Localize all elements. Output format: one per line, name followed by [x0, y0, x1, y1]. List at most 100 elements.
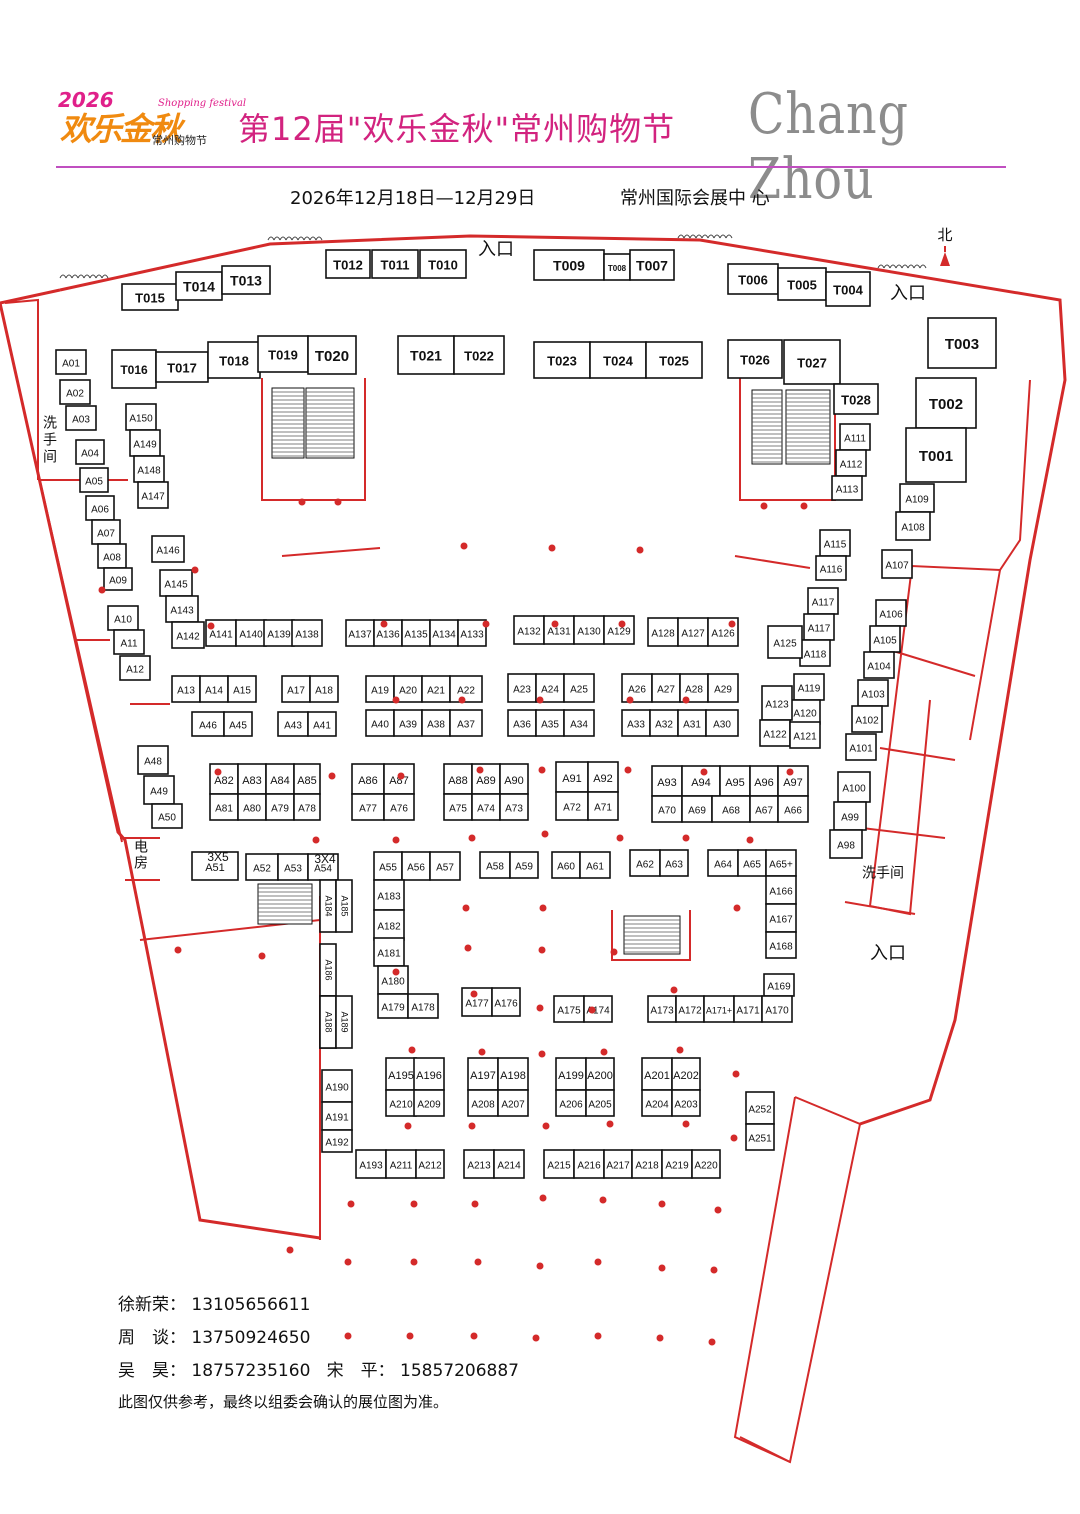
door-marker: [59, 274, 67, 279]
door-marker: [291, 236, 299, 241]
pillar-dot: [536, 1004, 544, 1012]
booth: [651, 795, 683, 823]
contact-row: 吴 昊： 18757235160 宋 平： 15857206887: [118, 1356, 519, 1389]
booth-label: A140: [239, 630, 263, 641]
booth: [373, 909, 405, 941]
logo-sub: 常州购物节: [152, 134, 207, 147]
booth-label: A50: [158, 813, 176, 824]
pillar-dot: [344, 1332, 352, 1340]
booth-label: A177: [465, 999, 489, 1010]
booth-label: T011: [381, 257, 410, 272]
booth: [371, 249, 419, 279]
booth-label: A111: [844, 434, 866, 445]
booth-label: A133: [460, 630, 484, 641]
booth-label: A07: [97, 529, 115, 540]
booth-label: T020: [315, 348, 349, 365]
pillar-dot: [599, 1196, 607, 1204]
booth: [587, 791, 619, 821]
pillar-dot: [98, 586, 106, 594]
booth-label: A88: [448, 775, 468, 787]
booth-label: A82: [214, 775, 234, 787]
door-marker: [273, 236, 281, 241]
booth-label: A64: [714, 860, 732, 871]
booth: [227, 675, 257, 703]
booth: [603, 253, 631, 281]
booth: [401, 851, 431, 881]
booth: [59, 379, 91, 405]
booth-label: A80: [243, 804, 261, 815]
booth: [221, 265, 271, 295]
booth: [629, 849, 661, 877]
booth: [831, 475, 863, 501]
booth-label: T012: [333, 257, 363, 272]
booth: [745, 1123, 775, 1151]
booth-label: A91: [562, 773, 582, 785]
washroom-label: 间: [43, 449, 57, 465]
door-marker: [279, 236, 287, 241]
booth: [175, 271, 223, 301]
booth: [629, 249, 675, 281]
pillar-dot: [538, 766, 546, 774]
booth: [335, 995, 353, 1049]
booth: [457, 619, 487, 647]
booth: [555, 791, 589, 821]
booth-label: A37: [457, 720, 475, 731]
booth-label: A190: [325, 1083, 349, 1094]
booth: [677, 709, 707, 737]
pillar-dot: [732, 1070, 740, 1078]
booth-label: A211: [390, 1161, 413, 1172]
booth-label: A138: [295, 630, 319, 641]
booth-label: A216: [577, 1161, 601, 1172]
booth: [915, 377, 977, 429]
contact-name: 徐新荣：: [118, 1295, 186, 1315]
booth: [621, 673, 653, 703]
booth: [671, 1089, 701, 1117]
pillar-dot: [482, 620, 490, 628]
pillar-dot: [214, 768, 222, 776]
booth-label: A72: [563, 803, 581, 814]
booth-label: A03: [72, 415, 90, 426]
booth: [443, 763, 473, 795]
booth-label: A106: [879, 610, 903, 621]
pillar-dot: [258, 952, 266, 960]
booth-label: A02: [66, 389, 84, 400]
booth-label: A181: [377, 949, 401, 960]
booth-label: A191: [325, 1113, 349, 1124]
escalator-wall: [611, 910, 691, 961]
entrance-label: 入口: [870, 943, 906, 963]
booth: [159, 569, 193, 597]
booth: [443, 793, 473, 821]
contact-list: 徐新荣： 13105656611 周 谈： 13750924650 吴 昊： 1…: [118, 1290, 519, 1424]
pillar-dot: [733, 904, 741, 912]
booth: [507, 709, 537, 737]
booth: [621, 709, 651, 737]
booth-label: A40: [371, 720, 389, 731]
booth-label: A206: [559, 1100, 583, 1111]
booth: [107, 605, 139, 631]
booth-label: A81: [215, 804, 233, 815]
booth-label: A213: [467, 1161, 491, 1172]
booth: [631, 1149, 663, 1179]
booth-label: A90: [504, 775, 524, 787]
booth: [681, 795, 713, 823]
door-marker: [77, 274, 85, 279]
booth: [603, 615, 635, 645]
door-marker: [89, 274, 97, 279]
power-room-label: 电: [134, 839, 148, 855]
booth-label: T025: [659, 353, 689, 368]
booth-label: A119: [798, 684, 821, 695]
booth-label: A68: [722, 806, 740, 817]
booth-label: A36: [513, 720, 531, 731]
pillar-dot: [616, 834, 624, 842]
door-marker: [725, 234, 733, 239]
pillar-dot: [207, 622, 215, 630]
pillar-dot: [538, 946, 546, 954]
pillar-dot: [462, 904, 470, 912]
booth-label: A112: [840, 460, 863, 471]
booth-label: A108: [901, 523, 925, 534]
booth-label: A95: [725, 777, 745, 789]
pillar-dot: [682, 696, 690, 704]
booth-label: A78: [298, 804, 316, 815]
booth-label: A136: [376, 630, 400, 641]
booth-label: A150: [129, 414, 153, 425]
